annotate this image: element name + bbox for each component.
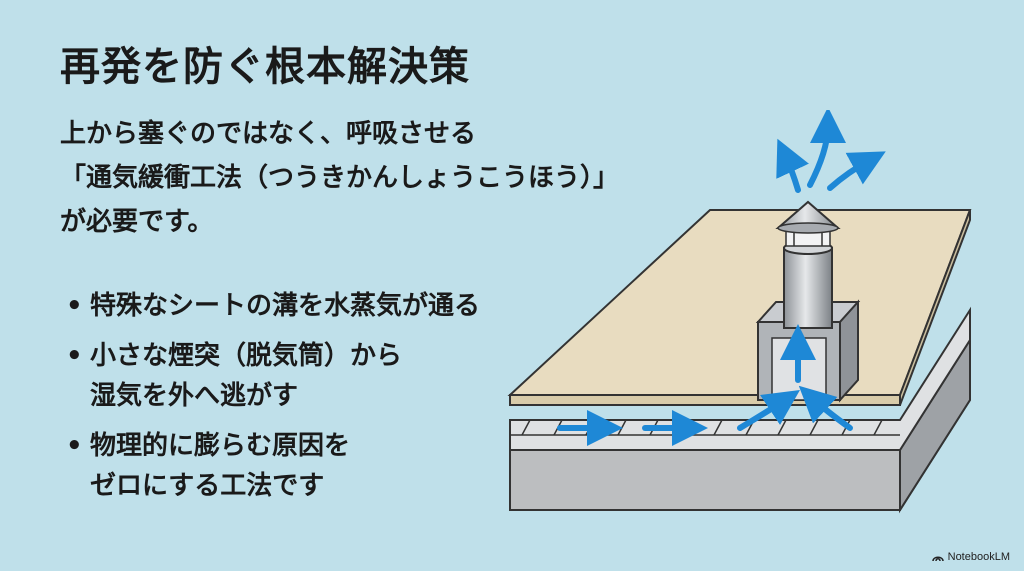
bullet-text: ゼロにする工法です [90,471,325,501]
bullet-item-1: • 特殊なシートの溝を水蒸気が通る [60,286,480,326]
brand-watermark: NotebookLM [931,551,1010,563]
notebooklm-logo-icon [931,556,944,561]
intro-text: 上から塞ぐのではなく、呼吸させる 「通気緩衝工法（つうきかんしょうこうほう）」 … [60,112,619,244]
intro-line-2: 「通気緩衝工法（つうきかんしょうこうほう）」 [60,163,620,193]
bullet-item-2: • 小さな煙突（脱気筒）から 湿気を外へ逃がす [60,336,480,416]
bullet-text: 湿気を外へ逃がす [90,381,299,411]
bullet-text: 物理的に膨らむ原因を [90,431,351,461]
page-title: 再発を防ぐ根本解決策 [60,44,470,90]
bullet-dot: • [66,431,83,461]
roof-top-sheet [507,209,972,406]
intro-line-1: 上から塞ぐのではなく、呼吸させる [60,119,477,149]
brand-label: NotebookLM [947,551,1010,563]
airflow-arrow-icon [557,110,886,446]
bullet-dot: • [66,341,83,371]
vent-chimney-icon [775,200,841,329]
bullet-dot: • [66,291,83,321]
bullet-item-3: • 物理的に膨らむ原因を ゼロにする工法です [60,426,480,506]
bullet-text: 小さな煙突（脱気筒）から [90,341,403,371]
bullet-text: 特殊なシートの溝を水蒸気が通る [90,291,481,321]
bullet-list: • 特殊なシートの溝を水蒸気が通る • 小さな煙突（脱気筒）から 湿気を外へ逃が… [60,286,480,516]
roof-cross-section-illustration [507,110,972,514]
intro-line-3: が必要です。 [60,207,214,237]
